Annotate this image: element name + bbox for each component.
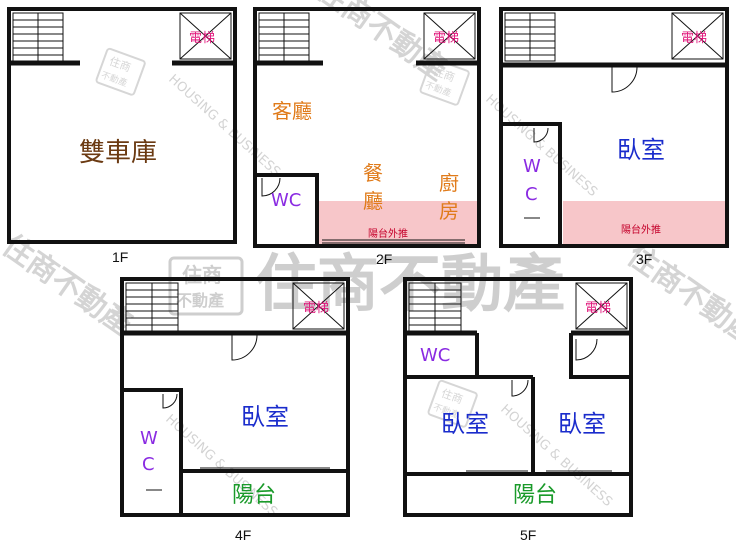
watermark-logo-top: 住商	[182, 263, 222, 287]
watermark: 住商不動產 住商 不動產 住商 不動產 住商 不動產 住商 不動產 HOUSIN…	[0, 0, 736, 520]
watermark-small-logo: 住商 不動產	[95, 47, 146, 96]
living-room-label: 客廳	[272, 99, 312, 123]
kitchen-label: 廚房	[439, 171, 459, 223]
stairs-icon	[125, 282, 179, 332]
elevator-icon	[179, 12, 232, 60]
floor-2f-plan	[253, 7, 481, 248]
floor-4f-plan	[120, 277, 350, 517]
floor-labels: 1F 2F 3F 4F 5F	[112, 249, 652, 543]
watermark-english-text-1: HOUSING & BUSINESS	[165, 72, 283, 180]
wc-label-2f: WC	[271, 190, 301, 211]
elevator-label-3f: 電梯	[681, 31, 707, 46]
watermark-small-logo-3-top: 住商	[439, 386, 464, 407]
watermark-logo-bottom: 不動產	[176, 291, 224, 310]
elevator-label-5f: 電梯	[585, 301, 611, 316]
bedroom-label-5f-right: 臥室	[558, 410, 606, 438]
bedroom-label-5f-left: 臥室	[441, 410, 489, 438]
bedroom-label-4f: 臥室	[241, 403, 289, 431]
stairs-icon	[504, 12, 556, 62]
balcony-label-5f: 陽台	[513, 483, 557, 508]
stairs-icon	[12, 12, 64, 62]
floor-label-4f: 4F	[235, 527, 251, 543]
elevator-icon	[292, 282, 345, 330]
bedroom-label-3f: 臥室	[617, 136, 665, 164]
watermark-logo: 住商 不動產	[168, 256, 244, 316]
floor-label-5f: 5F	[520, 527, 536, 543]
elevator-label-4f: 電梯	[303, 301, 329, 316]
floor-label-1f: 1F	[112, 249, 128, 265]
balcony-label-4f: 陽台	[232, 483, 276, 508]
elevator-icon	[671, 12, 724, 60]
elevator-icon	[423, 12, 476, 60]
floor-label-2f: 2F	[376, 251, 392, 267]
stairs-icon	[258, 12, 310, 62]
watermark-small-logo-top: 住商	[107, 54, 132, 75]
garage-label: 雙車庫	[79, 138, 157, 168]
elevator-label-1f: 電梯	[189, 31, 215, 46]
watermark-brand-diag-1: 住商不動產	[0, 228, 138, 343]
floor-3f-plan	[499, 7, 729, 248]
floor-1f-plan	[7, 7, 237, 244]
wc-label-5f: WC	[420, 345, 450, 366]
balcony-extension-area-3f	[563, 201, 725, 244]
stairs-icon	[408, 282, 462, 332]
elevator-icon	[575, 282, 628, 330]
balcony-extension-area	[317, 201, 477, 244]
balcony-extension-label-2f: 陽台外推	[368, 227, 408, 240]
balcony-extension-label-3f: 陽台外推	[621, 223, 661, 236]
elevator-label-2f: 電梯	[433, 31, 459, 46]
dining-room-label: 餐廳	[363, 161, 383, 213]
floor-label-3f: 3F	[636, 251, 652, 267]
floor-5f-plan	[403, 277, 633, 517]
